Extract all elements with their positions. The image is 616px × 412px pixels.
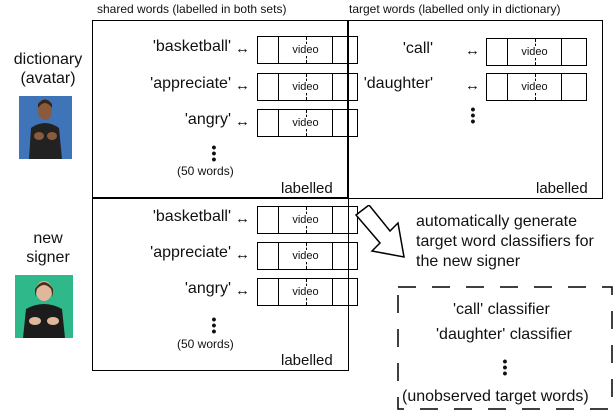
shared-words-header: shared words (labelled in both sets) — [97, 2, 287, 16]
signer-video-strip-2: video — [257, 242, 358, 270]
video-label: video — [291, 286, 320, 298]
signer-video-strip-3: video — [257, 278, 358, 306]
signer-shared-ellipsis: ••• — [211, 311, 217, 339]
dict-shared-word-1: 'basketball' — [152, 38, 231, 55]
classifier-call: 'call' classifier — [453, 301, 550, 318]
generate-description: automatically generate target word class… — [416, 212, 594, 272]
new-signer-label-line1: new — [33, 230, 63, 247]
new-signer-label: new signer — [0, 229, 96, 267]
signer-word-count: (50 words) — [177, 337, 234, 351]
dict-target-arrow-1: ↔ — [465, 42, 480, 59]
generate-line-3: the new signer — [416, 253, 521, 270]
dict-video-strip-2: video — [257, 73, 358, 101]
video-label: video — [520, 46, 549, 58]
dict-target-arrow-2: ↔ — [465, 77, 480, 94]
video-label: video — [291, 214, 320, 226]
dict-shared-word-2: 'appreciate' — [150, 75, 231, 92]
video-label: video — [520, 81, 549, 93]
signer-shared-word-3: 'angry' — [184, 280, 231, 297]
classifier-daughter: 'daughter' classifier — [436, 326, 572, 343]
dict-arrow-1: ↔ — [235, 40, 250, 57]
avatar-image — [19, 96, 72, 159]
signer-shared-word-1: 'basketball' — [152, 208, 231, 225]
video-label: video — [291, 44, 320, 56]
signer-arrow-2: ↔ — [235, 246, 250, 263]
video-label: video — [291, 250, 320, 262]
dict-target-video-strip-1: video — [486, 38, 587, 66]
generate-line-2: target word classifiers for — [416, 233, 594, 250]
unobserved-target-words: (unobserved target words) — [402, 388, 589, 405]
generate-line-1: automatically generate — [416, 213, 577, 230]
dictionary-label: dictionary (avatar) — [0, 50, 96, 88]
dict-arrow-2: ↔ — [235, 77, 250, 94]
signer-video-strip-1: video — [257, 206, 358, 234]
dict-target-word-1: 'call' — [402, 40, 433, 57]
dict-video-strip-3: video — [257, 109, 358, 137]
signer-arrow-3: ↔ — [235, 282, 250, 299]
signer-shared-labelled: labelled — [281, 352, 333, 369]
signer-shared-box — [92, 197, 349, 371]
dict-target-word-2: 'daughter' — [363, 75, 433, 92]
signer-figure-icon — [15, 275, 73, 338]
dict-word-count: (50 words) — [177, 164, 234, 178]
video-label: video — [291, 81, 320, 93]
generate-arrow-icon — [354, 205, 405, 258]
classifier-dashed-box — [397, 286, 613, 410]
dict-target-ellipsis: ••• — [470, 101, 476, 129]
dict-shared-ellipsis: ••• — [211, 139, 217, 167]
dictionary-label-line1: dictionary — [13, 51, 83, 68]
dict-shared-word-3: 'angry' — [184, 111, 231, 128]
avatar-figure-icon — [19, 96, 72, 159]
signer-arrow-1: ↔ — [235, 210, 250, 227]
signer-shared-word-2: 'appreciate' — [150, 244, 231, 261]
new-signer-image — [15, 275, 73, 338]
dict-shared-labelled: labelled — [281, 180, 333, 197]
video-label: video — [291, 117, 320, 129]
new-signer-label-line2: signer — [26, 249, 70, 266]
dict-arrow-3: ↔ — [235, 113, 250, 130]
dictionary-label-line2: (avatar) — [20, 70, 76, 87]
dict-target-labelled: labelled — [536, 180, 588, 197]
dict-target-video-strip-2: video — [486, 73, 587, 101]
classifier-ellipsis: ••• — [502, 353, 508, 381]
dict-video-strip-1: video — [257, 36, 358, 64]
target-words-header: target words (labelled only in dictionar… — [349, 2, 561, 16]
